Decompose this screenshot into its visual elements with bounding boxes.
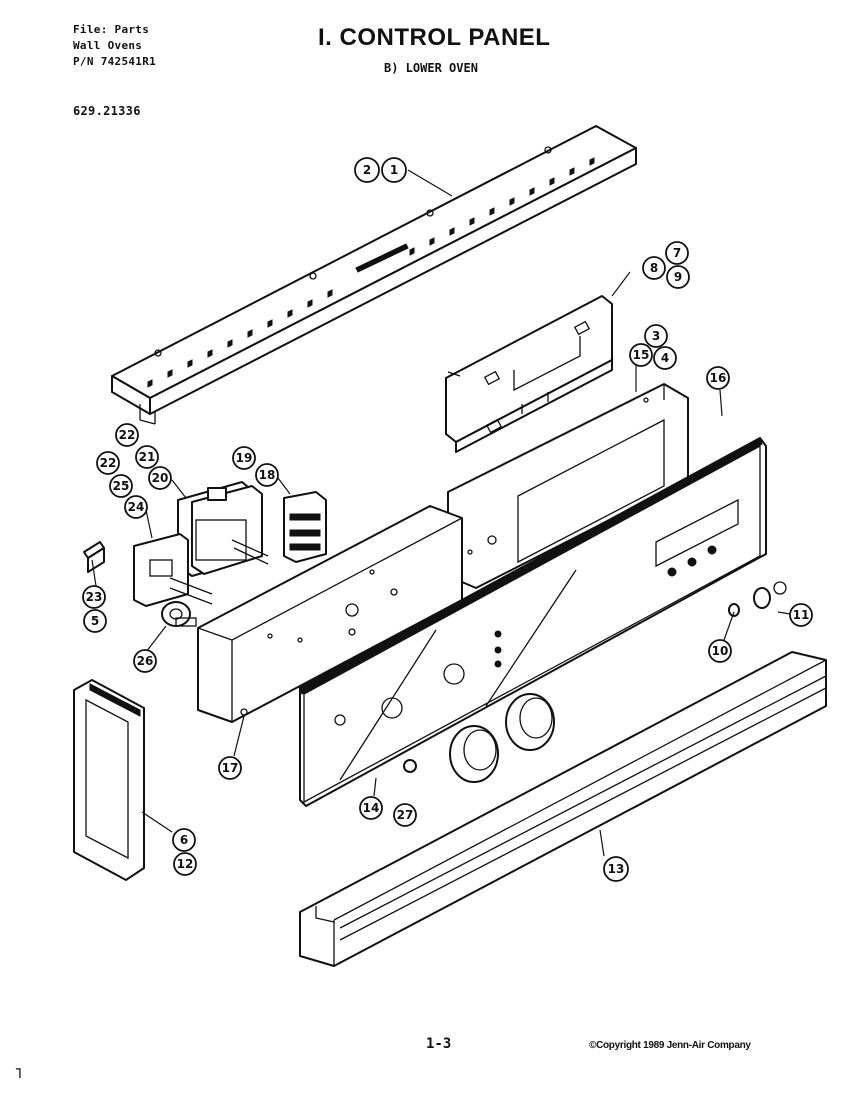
- clip: [83, 541, 105, 573]
- svg-text:11: 11: [793, 608, 810, 622]
- svg-text:22: 22: [100, 456, 117, 470]
- front-control-panel: [299, 437, 767, 807]
- callout-19: 19: [232, 446, 256, 470]
- svg-text:3: 3: [652, 329, 660, 343]
- model-number: 629.21336: [73, 104, 141, 118]
- callout-26: 26: [133, 649, 157, 673]
- svg-text:16: 16: [710, 371, 727, 385]
- callout-8: 8: [642, 256, 666, 280]
- callout-7: 7: [665, 241, 689, 265]
- svg-text:7: 7: [673, 246, 681, 260]
- callout-1: 1: [381, 157, 407, 183]
- glass-insert: [73, 679, 145, 881]
- copyright-notice: ©Copyright 1989 Jenn-Air Company: [589, 1040, 751, 1051]
- svg-text:10: 10: [712, 644, 729, 658]
- svg-text:2: 2: [363, 163, 371, 177]
- file-line-1: File: Parts: [73, 23, 150, 36]
- file-info: File: Parts Wall Ovens P/N 742541R1: [73, 22, 156, 70]
- callout-16: 16: [706, 366, 730, 390]
- callout-14: 14: [359, 796, 383, 820]
- page-number: 1-3: [426, 1036, 452, 1052]
- svg-text:26: 26: [137, 654, 154, 668]
- callout-3: 3: [644, 324, 668, 348]
- svg-text:17: 17: [222, 761, 239, 775]
- callout-4: 4: [653, 346, 677, 370]
- callout-15: 15: [629, 343, 653, 367]
- svg-text:12: 12: [177, 857, 194, 871]
- callout-9: 9: [666, 265, 690, 289]
- callout-10: 10: [708, 639, 732, 663]
- svg-text:23: 23: [86, 590, 103, 604]
- svg-text:27: 27: [397, 808, 414, 822]
- callout-25: 25: [109, 474, 133, 498]
- callout-17: 17: [218, 756, 242, 780]
- selector-switch: [177, 481, 269, 577]
- svg-text:13: 13: [608, 862, 625, 876]
- page-subtitle: B) LOWER OVEN: [384, 61, 478, 75]
- callout-22-lower: 22: [96, 451, 120, 475]
- svg-text:25: 25: [113, 479, 130, 493]
- svg-text:1: 1: [390, 163, 398, 177]
- svg-text:5: 5: [91, 614, 99, 628]
- callout-21: 21: [135, 445, 159, 469]
- svg-text:18: 18: [259, 468, 276, 482]
- svg-text:15: 15: [633, 348, 650, 362]
- svg-text:6: 6: [180, 833, 188, 847]
- svg-text:21: 21: [139, 450, 156, 464]
- callout-18: 18: [255, 463, 279, 487]
- callout-12: 12: [173, 852, 197, 876]
- terminal-block: [283, 491, 327, 563]
- page-title: I. CONTROL PANEL: [318, 24, 551, 51]
- svg-text:9: 9: [674, 270, 682, 284]
- leader-lines: [91, 169, 791, 857]
- potentiometer: [161, 601, 197, 627]
- svg-text:8: 8: [650, 261, 658, 275]
- callout-23: 23: [82, 585, 106, 609]
- callout-13: 13: [603, 856, 629, 882]
- svg-text:4: 4: [661, 351, 669, 365]
- svg-text:20: 20: [152, 471, 169, 485]
- control-knobs: [403, 581, 787, 783]
- callout-11: 11: [789, 603, 813, 627]
- svg-text:22: 22: [119, 428, 136, 442]
- callout-2: 2: [354, 157, 380, 183]
- svg-text:19: 19: [236, 451, 253, 465]
- corner-mark: ˥: [14, 1066, 23, 1082]
- file-line-2: Wall Ovens: [73, 39, 143, 52]
- svg-text:14: 14: [363, 801, 380, 815]
- relay-board: [445, 295, 613, 453]
- svg-text:24: 24: [128, 500, 145, 514]
- bottom-trim-extrusion: [299, 651, 827, 967]
- file-line-3: P/N 742541R1: [73, 55, 157, 68]
- callout-27: 27: [393, 803, 417, 827]
- callout-20: 20: [148, 466, 172, 490]
- callout-6: 6: [172, 828, 196, 852]
- callout-24: 24: [124, 495, 148, 519]
- top-trim-bar: [111, 125, 637, 425]
- thermostat: [133, 533, 213, 607]
- callout-22-upper: 22: [115, 423, 139, 447]
- callout-5: 5: [83, 609, 107, 633]
